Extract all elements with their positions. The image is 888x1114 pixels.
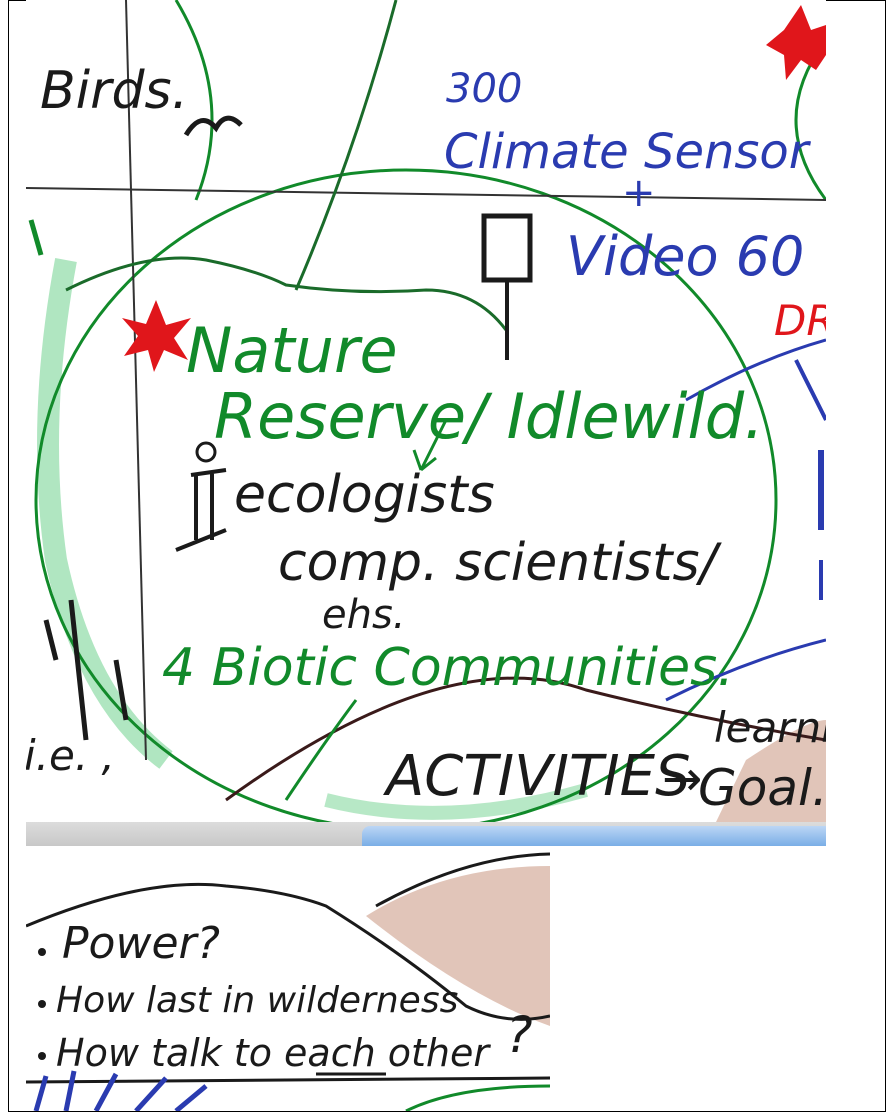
blue-rays [33, 1070, 208, 1111]
label-activities: ACTIVITIES [383, 744, 691, 809]
hill-outline [26, 882, 550, 1021]
question-power: Power? [62, 918, 220, 969]
red-star-icon [122, 300, 191, 372]
divider-line [26, 187, 826, 201]
label-300: 300 [446, 66, 522, 112]
sketch-panel-top: Birds. 300 Climate Sensor + Video 60 DR … [26, 0, 826, 822]
label-ie: i.e. , [26, 731, 115, 780]
label-learning: learning [714, 703, 826, 752]
label-ecologists: ecologists [234, 465, 495, 525]
label-comp-scientists: comp. scientists/ [278, 533, 723, 593]
sketch-drawing-bottom: Power? How last in wilderness How talk t… [26, 852, 550, 1111]
label-video: Video 60 [566, 225, 804, 288]
label-nature: Nature [186, 314, 398, 387]
label-ehs: ehs. [322, 592, 406, 638]
label-birds: Birds. [40, 61, 188, 121]
label-goal: Goal. [698, 759, 826, 817]
bird-icon [183, 115, 243, 137]
label-biotic-communities: 4 Biotic Communities. [162, 638, 734, 698]
sketch-drawing-top: Birds. 300 Climate Sensor + Video 60 DR … [26, 0, 826, 822]
question-wilderness: How last in wilderness [56, 980, 458, 1021]
tan-wash [716, 720, 826, 822]
window-tab [362, 826, 826, 846]
reserve-circle [34, 168, 778, 822]
label-reserve-idlewild: Reserve/ Idlewild. [214, 380, 764, 453]
question-mark: ? [506, 1006, 533, 1064]
green-wash [37, 257, 173, 769]
question-talk: How talk to each other [56, 1031, 491, 1075]
window-strip [26, 822, 826, 846]
sensor-icon [481, 213, 533, 283]
sketch-panel-bottom: Power? How last in wilderness How talk t… [26, 846, 550, 1111]
red-star-icon-2 [766, 5, 826, 80]
label-climate-sensor: Climate Sensor [444, 124, 812, 180]
tan-wash-bottom [366, 866, 550, 1026]
label-arrow: → [662, 751, 702, 807]
person-icon [195, 441, 217, 463]
label-plus: + [622, 170, 656, 216]
label-dr: DR [774, 296, 826, 345]
mountain-outline [65, 256, 508, 331]
